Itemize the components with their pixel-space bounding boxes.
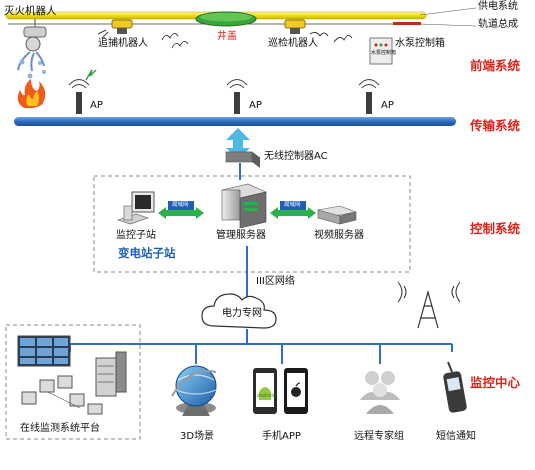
patrol-robot-label: 巡检机器人 — [268, 38, 318, 49]
ac-label: 无线控制器AC — [264, 151, 328, 162]
fire-robot-label: 灭火机器人 — [4, 5, 57, 17]
fire-robot-icon — [17, 19, 47, 79]
pump-box-label: 水泵控制箱 — [395, 38, 445, 49]
ap-label: AP — [90, 100, 103, 111]
workstation-icon — [21, 375, 103, 415]
power-system-label: 供电系统 — [478, 1, 518, 12]
pump-control-box-icon — [369, 37, 393, 65]
experts-label: 远程专家组 — [354, 431, 404, 442]
sms-label: 短信通知 — [436, 431, 476, 442]
patrol-robot-icon — [284, 19, 353, 43]
lan-arrow-right — [270, 201, 316, 219]
sound-wave-icon — [161, 33, 189, 49]
manhole-icon — [195, 11, 257, 27]
ap-antenna-icon — [226, 79, 248, 114]
mgmt-server-label: 管理服务器 — [216, 230, 266, 241]
cloud-label: 电力专网 — [222, 308, 262, 319]
platform-box — [5, 324, 141, 440]
tracking-robot-icon — [97, 19, 133, 39]
monitor-bus — [69, 343, 453, 364]
android-phone-icon — [253, 368, 277, 414]
ap-antenna-icon — [68, 69, 97, 114]
server-rack-icon — [95, 351, 127, 397]
wireless-controller-icon — [225, 151, 261, 168]
expert-group-icon — [360, 371, 400, 414]
fire-icon — [17, 79, 46, 109]
section-monitor: 监控中心 — [470, 375, 521, 390]
transport-bus — [14, 117, 456, 126]
monitoring-station-icon — [117, 191, 155, 225]
android-label: android — [257, 393, 276, 399]
section-control: 控制系统 — [470, 221, 521, 236]
pump-box-plate: 水泵控制箱 — [371, 50, 397, 56]
video-server-icon — [316, 205, 358, 225]
video-wall-icon — [17, 335, 71, 367]
platform-label: 在线监测系统平台 — [20, 423, 100, 434]
zone3-label: III区网络 — [256, 276, 295, 287]
leader-lines — [419, 7, 477, 27]
video-server-label: 视频服务器 — [314, 230, 364, 241]
lan-right-label: 局域网 — [284, 202, 301, 208]
cloud-icon — [201, 293, 277, 329]
manhole-label: 井盖 — [217, 31, 237, 42]
lan-left-label: 局域网 — [172, 202, 189, 208]
globe-3d-icon — [171, 365, 217, 416]
section-transport: 传输系统 — [470, 118, 521, 133]
lan-arrow-left — [158, 201, 204, 219]
substation-label: 变电站子站 — [118, 246, 176, 260]
monitoring-station-label: 监控子站 — [116, 230, 156, 241]
management-server-icon — [221, 183, 267, 229]
ap-antenna-icon — [358, 79, 380, 114]
section-front: 前端系统 — [470, 58, 521, 73]
tracking-robot-label: 追捕机器人 — [98, 38, 148, 49]
mobile-phone-icon — [443, 361, 467, 413]
rail-assembly-label: 轨道总成 — [478, 19, 518, 30]
ap-label: AP — [381, 100, 394, 111]
ap-label: AP — [249, 100, 262, 111]
apple-phone-icon — [284, 368, 308, 414]
app-label: 手机APP — [262, 431, 301, 442]
signal-tower-icon — [397, 281, 461, 329]
scene3d-label: 3D场景 — [180, 431, 215, 442]
substation-box — [93, 175, 411, 273]
